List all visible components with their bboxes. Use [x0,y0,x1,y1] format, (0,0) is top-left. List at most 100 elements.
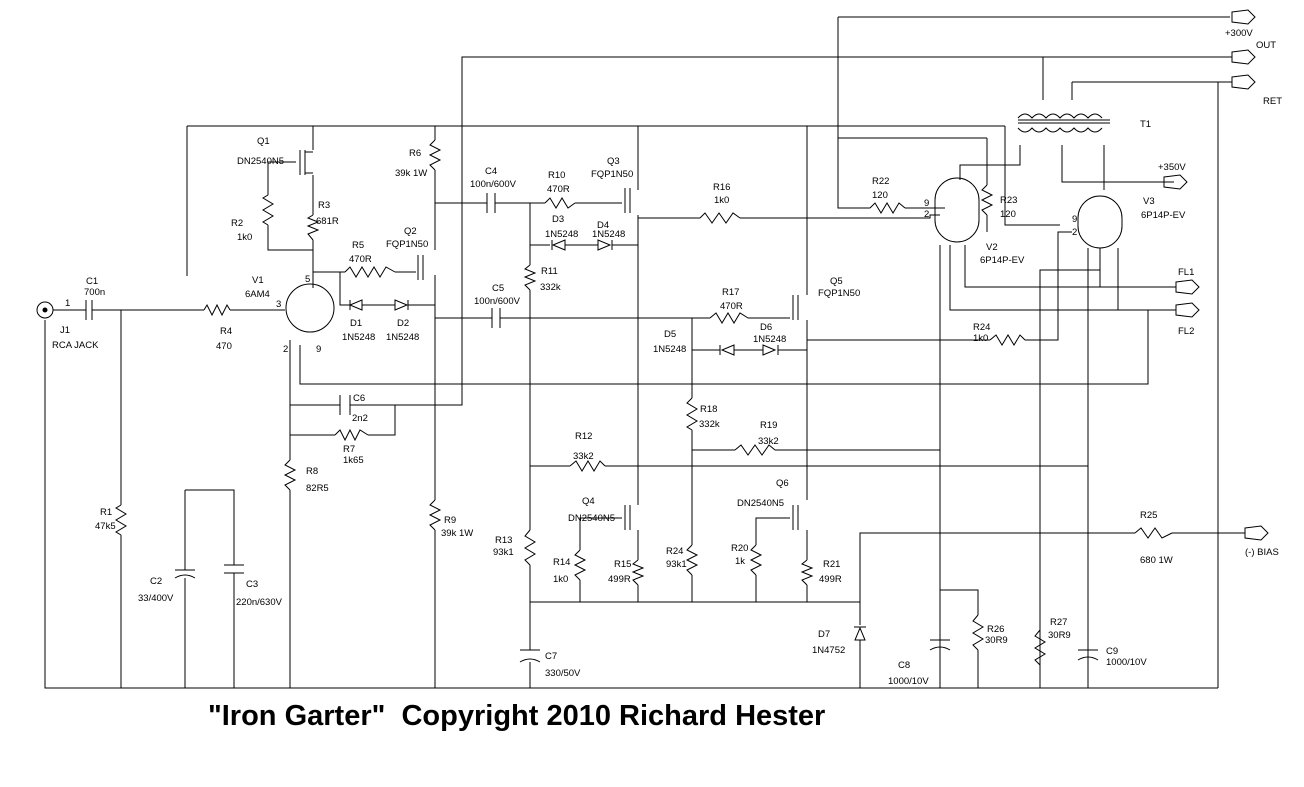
label-pin1: 1 [65,298,70,309]
label-R17: R17 [722,287,739,298]
label-Q2v: FQP1N50 [386,239,428,250]
label-D1: D1 [350,318,362,329]
label-D2: D2 [397,318,409,329]
label-C2v: 33/400V [138,593,174,604]
label-D3: D3 [552,214,564,225]
label-R24a: R24 [666,546,683,557]
label-R7v: 1k65 [343,455,364,466]
label-R2: R2 [231,218,243,229]
label-R3v: 681R [316,216,339,227]
label-R24av: 93k1 [666,559,687,570]
label-R22: R22 [872,176,889,187]
label-D4v: 1N5248 [592,229,625,240]
label-R22v: 120 [872,190,888,201]
label-R27v: 30R9 [1048,630,1071,641]
schematic-title: "Iron Garter" Copyright 2010 Richard Hes… [208,700,826,732]
label-R4: R4 [220,326,232,337]
label-R10v: 470R [547,184,570,195]
label-R1v: 47k5 [95,521,116,532]
pin-v2-9: 9 [924,198,929,209]
label-R1: R1 [100,507,112,518]
label-R23v: 120 [1000,209,1016,220]
pin-v3-9: 9 [1072,214,1077,225]
label-R5v: 470R [349,254,372,265]
label-Q3: Q3 [607,156,620,167]
label-Q5v: FQP1N50 [818,288,860,299]
label-R9: R9 [444,515,456,526]
label-R7: R7 [343,444,355,455]
label-R15: R15 [614,559,631,570]
label-D7: D7 [818,629,830,640]
label-R16v: 1k0 [714,195,729,206]
label-R2v: 1k0 [237,232,252,243]
label-R27: R27 [1050,617,1067,628]
label-ret: RET [1263,96,1282,107]
label-out: OUT [1256,40,1276,51]
label-R5: R5 [352,240,364,251]
label-R9v: 39k 1W [441,528,473,539]
label-R19v: 33k2 [758,436,779,447]
label-C4: C4 [485,166,497,177]
label-Q1: Q1 [257,136,270,147]
pin-v1-5: 5 [305,274,310,285]
label-R8: R8 [306,466,318,477]
label-R10: R10 [548,170,565,181]
label-R12: R12 [575,431,592,442]
label-R18v: 332k [699,419,720,430]
label-C9v: 1000/10V [1106,657,1147,668]
label-Q3v: FQP1N50 [591,169,633,180]
label-R19: R19 [760,420,777,431]
label-V2v: 6P14P-EV [980,255,1025,266]
label-R26v: 30R9 [985,635,1008,646]
label-R17v: 470R [720,301,743,312]
pin-v1-3: 3 [276,299,281,310]
label-C3: C3 [246,579,258,590]
label-V3v: 6P14P-EV [1141,210,1186,221]
label-C1: C1 [86,276,98,287]
label-R12v: 33k2 [573,451,594,462]
label-C7: C7 [545,651,557,662]
label-R20v: 1k [735,556,745,567]
label-R20: R20 [731,543,748,554]
label-R14v: 1k0 [553,574,568,585]
label-D2v: 1N5248 [386,332,419,343]
label-C5v: 100n/600V [474,296,521,307]
pin-v3-2: 2 [1072,227,1077,238]
label-V3: V3 [1143,196,1155,207]
label-V2: V2 [986,242,998,253]
label-C9: C9 [1106,646,1118,657]
label-R21v: 499R [819,574,842,585]
label-C7v: 330/50V [545,668,581,679]
label-R4v: 470 [216,341,232,352]
label-C3v: 220n/630V [236,597,283,608]
label-Q6: Q6 [776,478,789,489]
label-plus350: +350V [1158,162,1186,173]
label-J1-name: RCA JACK [52,340,99,351]
label-C6v: 2n2 [352,413,368,424]
label-Q5: Q5 [830,276,843,287]
label-Q6v: DN2540N5 [737,498,784,509]
label-R6v: 39k 1W [395,168,427,179]
label-Q2: Q2 [404,226,417,237]
label-D6: D6 [760,322,772,333]
label-Q4v: DN2540N5 [568,513,615,524]
label-D7v: 1N4752 [812,645,845,656]
label-R25: R25 [1140,510,1157,521]
label-R21: R21 [823,559,840,570]
label-R24bv: 1k0 [973,333,988,344]
label-C1v: 700n [84,287,105,298]
label-T1: T1 [1140,119,1151,130]
label-C8v: 1000/10V [888,676,929,687]
label-fl1: FL1 [1178,267,1194,278]
label-plus300: +300V [1225,28,1253,39]
label-C8: C8 [898,660,910,671]
label-R3: R3 [318,200,330,211]
label-D1v: 1N5248 [342,332,375,343]
label-D6v: 1N5248 [753,334,786,345]
label-R14: R14 [553,557,570,568]
component-labels: J1 RCA JACK 1 C1 700n R1 47k5 C2 33/400V… [52,28,1282,687]
label-R8v: 82R5 [306,483,329,494]
label-fl2: FL2 [1178,326,1194,337]
label-C6: C6 [353,393,365,404]
label-D3v: 1N5248 [545,229,578,240]
